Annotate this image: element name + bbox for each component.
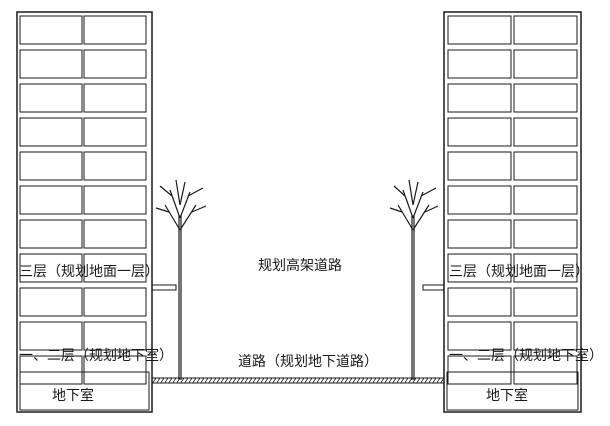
window — [447, 253, 512, 283]
right-first-second-floor-label: 一、二层（规划地下室） — [449, 347, 603, 364]
window — [19, 15, 83, 45]
window — [83, 287, 147, 317]
left-building — [16, 11, 177, 413]
right-third-floor-label: 三层（规划地面一层） — [449, 264, 589, 280]
ground-road — [151, 377, 445, 384]
left-tree-icon — [155, 179, 207, 380]
window — [83, 253, 147, 283]
window — [83, 321, 147, 351]
window — [447, 185, 512, 215]
window — [447, 49, 512, 79]
window — [19, 151, 83, 181]
window — [83, 117, 147, 147]
window — [19, 219, 83, 249]
left-first-second-floor-label: 一、二层（规划地下室） — [19, 347, 173, 364]
window — [19, 321, 83, 351]
window — [447, 117, 512, 147]
window — [513, 253, 578, 283]
window — [513, 15, 578, 45]
window — [83, 219, 147, 249]
window — [19, 253, 83, 283]
window — [83, 49, 147, 79]
window — [19, 49, 83, 79]
window — [447, 15, 512, 45]
window — [83, 15, 147, 45]
window — [513, 49, 578, 79]
window — [83, 83, 147, 113]
window — [447, 151, 512, 181]
window — [513, 219, 578, 249]
window — [513, 83, 578, 113]
left-third-floor-label: 三层（规划地面一层） — [19, 264, 159, 280]
window — [447, 321, 512, 351]
window — [513, 117, 578, 147]
window — [513, 185, 578, 215]
window — [513, 287, 578, 317]
window — [513, 321, 578, 351]
right-building-windows — [447, 15, 578, 385]
window — [447, 355, 512, 385]
window — [19, 185, 83, 215]
window — [447, 219, 512, 249]
window — [83, 185, 147, 215]
right-basement-label: 地下室 — [486, 387, 528, 404]
window — [19, 83, 83, 113]
window — [19, 117, 83, 147]
window — [447, 287, 512, 317]
window — [447, 83, 512, 113]
left-building-windows — [19, 15, 147, 385]
window — [19, 287, 83, 317]
window — [83, 355, 147, 385]
window — [19, 355, 83, 385]
right-building — [422, 11, 582, 413]
window — [83, 151, 147, 181]
window — [513, 355, 578, 385]
right-tree-icon — [389, 179, 439, 380]
elevated-road-label: 规划高架道路 — [258, 257, 342, 274]
window — [513, 151, 578, 181]
ground-road-label: 道路（规划地下道路） — [238, 354, 378, 370]
left-basement-label: 地下室 — [52, 387, 94, 404]
